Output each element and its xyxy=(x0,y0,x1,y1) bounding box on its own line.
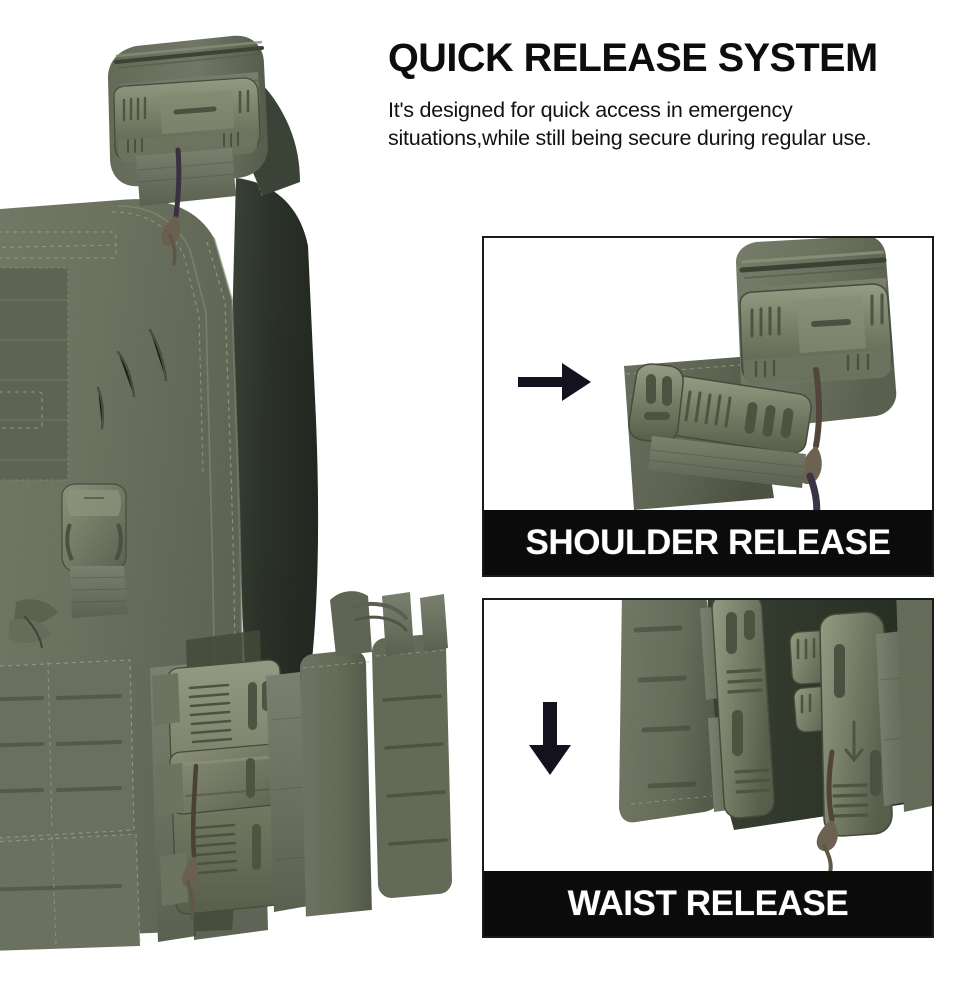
header-block: QUICK RELEASE SYSTEM It's designed for q… xyxy=(388,38,956,153)
page-description: It's designed for quick access in emerge… xyxy=(388,97,872,151)
shoulder-caption-text: SHOULDER RELEASE xyxy=(525,523,891,562)
waist-release-photo xyxy=(484,600,932,871)
waist-caption-band: WAIST RELEASE xyxy=(484,871,932,936)
waist-caption-text: WAIST RELEASE xyxy=(567,884,849,923)
shoulder-release-photo xyxy=(484,238,932,510)
callout-panel-waist: WAIST RELEASE xyxy=(482,598,934,938)
callout-panel-shoulder: SHOULDER RELEASE xyxy=(482,236,934,577)
hero-product-photo xyxy=(0,0,470,990)
shoulder-caption-band: SHOULDER RELEASE xyxy=(484,510,932,575)
page-title: QUICK RELEASE SYSTEM xyxy=(388,36,878,80)
